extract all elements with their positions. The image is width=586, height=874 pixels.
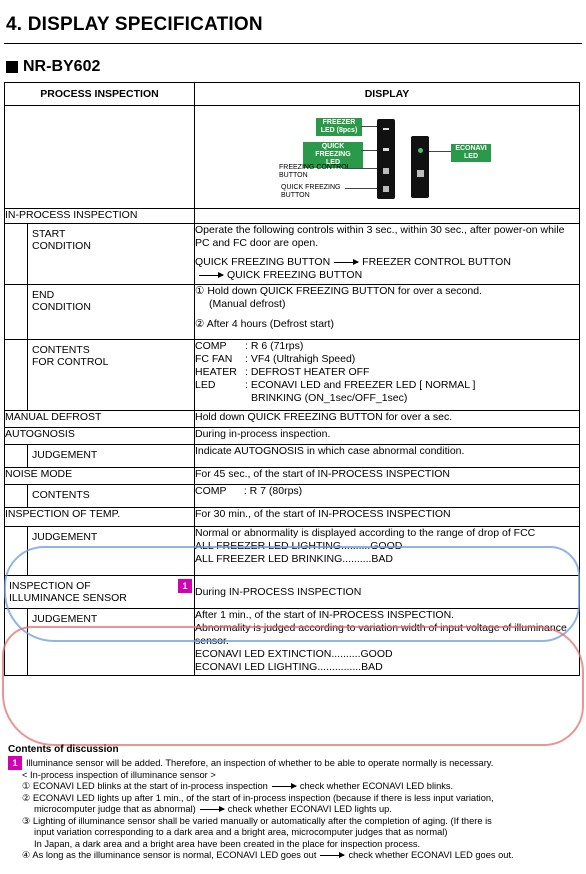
button-mark-icon <box>383 168 389 174</box>
note-line: check whether ECONAVI LED lights up. <box>227 804 392 814</box>
note-line: ③ Lighting of illuminance sensor shall b… <box>22 815 492 826</box>
arrow-right-icon <box>271 783 297 790</box>
leader-line <box>345 168 377 169</box>
start-condition-text: Operate the following controls within 3 … <box>194 223 580 285</box>
note-line: ② ECONAVI LED lights up after 1 min., of… <box>22 792 494 803</box>
note-line: check whether ECONAVI LED goes out. <box>348 850 514 860</box>
leader-line <box>361 126 377 127</box>
autognosis-judgement-text: Indicate AUTOGNOSIS in which case abnorm… <box>194 444 580 468</box>
arrow-right-icon <box>199 806 225 813</box>
arrow-right-icon <box>334 258 360 265</box>
manual-defrost-label: MANUAL DEFROST <box>4 410 195 428</box>
note-line: input variation corresponding to a dark … <box>34 827 448 837</box>
quick-freezing-led-label: QUICK FREEZING LED <box>303 142 363 168</box>
end-condition-text: ① Hold down QUICK FREEZING BUTTON for ov… <box>194 284 580 340</box>
section-title: 4. DISPLAY SPECIFICATION <box>6 14 263 35</box>
inspection-temp-label: INSPECTION OF TEMP. <box>4 507 195 527</box>
noise-contents-text: COMP : R 7 (80rps) <box>194 484 580 508</box>
led-mark-icon <box>383 148 389 151</box>
autognosis-text: During in-process inspection. <box>194 427 580 445</box>
note-line: Illuminance sensor will be added. Theref… <box>26 757 494 768</box>
temp-judgement-text: Normal or abnormality is displayed accor… <box>194 526 580 576</box>
led-mark-icon <box>383 128 389 130</box>
display-diagram: FREEZER LED (8pcs) QUICK FREEZING LED FR… <box>195 106 581 208</box>
arrow-right-icon <box>320 852 346 859</box>
inspection-temp-text: For 30 min., of the start of IN-PROCESS … <box>194 507 580 527</box>
note-line: ① ECONAVI LED blinks at the start of in-… <box>22 781 268 791</box>
leader-line <box>361 150 377 151</box>
noise-mode-text: For 45 sec., of the start of IN-PROCESS … <box>194 467 580 485</box>
discussion-notes: Contents of discussion 1 Illuminance sens… <box>8 744 580 862</box>
manual-defrost-text: Hold down QUICK FREEZING BUTTON for over… <box>194 410 580 428</box>
end-condition-label: END CONDITION <box>32 289 91 313</box>
noise-contents-label: CONTENTS <box>32 489 90 501</box>
temp-judgement-label: JUDGEMENT <box>32 531 98 543</box>
illuminance-text: During IN-PROCESS INSPECTION <box>194 575 580 609</box>
illuminance-label: INSPECTION OF ILLUMINANCE SENSOR <box>9 580 127 604</box>
model-heading: NR-BY602 <box>6 58 100 76</box>
autognosis-judgement-label: JUDGEMENT <box>32 449 98 461</box>
arrow-right-icon <box>199 271 224 278</box>
discussion-marker-badge: 1 <box>178 579 192 593</box>
button-mark-icon <box>383 186 389 192</box>
illuminance-judgement-label: JUDGEMENT <box>32 613 98 625</box>
econavi-led-label: ECONAVI LED <box>451 144 491 162</box>
note-line: < In-process inspection of illuminance s… <box>22 769 216 780</box>
in-process-label: IN-PROCESS INSPECTION <box>4 208 195 224</box>
display-diagram-cell: FREEZER LED (8pcs) QUICK FREEZING LED FR… <box>194 105 581 209</box>
square-bullet-icon <box>6 61 18 73</box>
note-line: microcomputer judge that as abnormal) <box>34 804 196 814</box>
leader-line <box>345 188 377 189</box>
econavi-panel-image <box>411 136 429 198</box>
title-divider <box>4 43 582 44</box>
noise-mode-label: NOISE MODE <box>4 467 195 485</box>
note-line: check whether ECONAVI LED blinks. <box>299 781 454 791</box>
display-spec-table: PROCESS INSPECTION DISPLAY FREEZER LED (… <box>4 82 580 676</box>
sensor-mark-icon <box>417 170 424 177</box>
control-panel-image <box>377 119 395 199</box>
start-condition-label: START CONDITION <box>32 228 91 252</box>
model-name: NR-BY602 <box>23 58 101 75</box>
col-header-process: PROCESS INSPECTION <box>4 82 195 106</box>
notes-heading: Contents of discussion <box>8 744 119 755</box>
econavi-led-icon <box>418 148 423 153</box>
note-line: ④ As long as the illuminance sensor is n… <box>22 850 317 860</box>
quick-freezing-button-label: QUICK FREEZING BUTTON <box>281 184 341 199</box>
discussion-marker-badge: 1 <box>8 755 22 770</box>
contents-for-control-text: COMP: R 6 (71rps) FC FAN: VF4 (Ultrahigh… <box>194 339 580 411</box>
col-header-display: DISPLAY <box>194 82 580 106</box>
illuminance-judgement-text: After 1 min., of the start of IN-PROCESS… <box>194 608 580 676</box>
autognosis-label: AUTOGNOSIS <box>4 427 195 445</box>
empty-cell <box>4 105 195 209</box>
contents-for-control-label: CONTENTS FOR CONTROL <box>32 344 109 368</box>
freezer-led-label: FREEZER LED (8pcs) <box>316 118 362 136</box>
freezing-control-button-label: FREEZING CONTROL BUTTON <box>279 164 351 179</box>
leader-line <box>429 151 451 152</box>
note-line: In Japan, a dark area and a bright area … <box>34 838 421 849</box>
